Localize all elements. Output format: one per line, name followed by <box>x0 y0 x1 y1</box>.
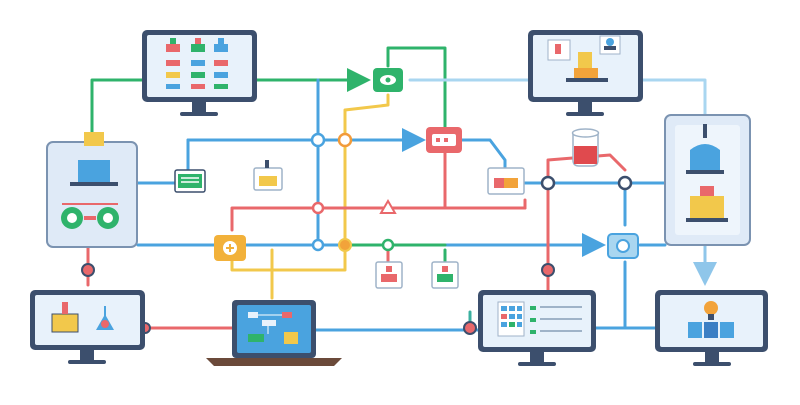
junction-dot <box>311 201 325 215</box>
connector-light-top-right <box>408 78 707 117</box>
flowchart-icon <box>248 312 298 344</box>
connector-red-row <box>230 206 527 232</box>
card-green-small[interactable] <box>431 261 459 289</box>
document-printer-icon <box>70 132 118 186</box>
connector-yellow <box>230 93 390 272</box>
server-right[interactable] <box>664 114 751 246</box>
card-orange[interactable] <box>487 167 525 195</box>
lab-equipment-icon <box>547 35 621 82</box>
gear-pair-icon <box>61 203 119 229</box>
connector-red-right <box>546 153 627 292</box>
junction-dot <box>381 238 395 252</box>
settings-icon <box>616 239 630 253</box>
connector-green-top <box>90 68 371 137</box>
junction-dots <box>81 132 633 335</box>
box-card-icon <box>494 178 518 188</box>
folder-card-icon <box>259 176 277 186</box>
junction-dot <box>338 238 352 252</box>
connector-green-hub-up <box>386 46 447 130</box>
junction-dot <box>310 132 326 148</box>
flask-icon <box>51 302 114 333</box>
card-green[interactable] <box>174 169 206 193</box>
monitor-bottom-right[interactable] <box>655 290 768 366</box>
bar-blocks-icon <box>688 301 734 338</box>
hub-blue[interactable] <box>607 233 639 259</box>
hub-green[interactable] <box>373 68 403 92</box>
server-left[interactable] <box>46 132 138 248</box>
monitor-bottom-mid[interactable] <box>478 290 596 366</box>
junction-dot <box>617 175 633 191</box>
laptop-center[interactable] <box>206 300 342 366</box>
barcode-card-icon <box>178 174 202 188</box>
warning-icon <box>379 199 397 214</box>
junction-dot <box>540 175 556 191</box>
tag-card-icon <box>381 274 397 282</box>
monitor-top-left[interactable] <box>142 30 257 116</box>
junction-dot <box>463 321 477 335</box>
monitor-bottom-left[interactable] <box>30 290 145 364</box>
junction-dot <box>337 132 353 148</box>
monitor-top-right[interactable] <box>528 30 643 116</box>
card-red-small[interactable] <box>375 261 403 289</box>
junction-dot <box>311 238 325 252</box>
report-form-icon <box>497 301 582 337</box>
dashboard-grid-icon <box>166 38 228 89</box>
tag-card-icon <box>437 274 453 282</box>
database-stack-icon <box>686 124 728 222</box>
junction-dot <box>81 263 95 277</box>
beaker <box>571 128 600 167</box>
junction-dot <box>541 263 555 277</box>
hub-orange[interactable] <box>214 235 246 261</box>
hub-red[interactable] <box>426 127 462 153</box>
card-yellow-small[interactable] <box>253 160 283 191</box>
